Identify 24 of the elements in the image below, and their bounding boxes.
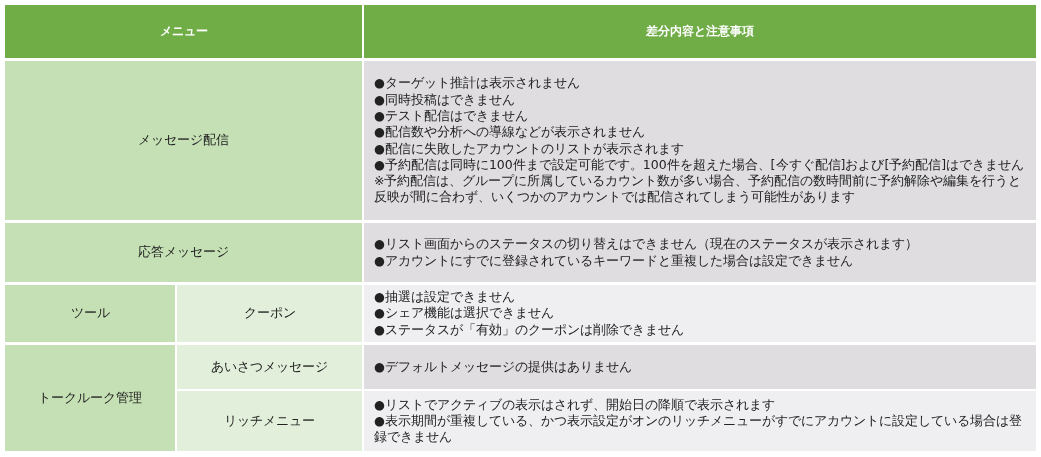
- column-heading: 差分内容と注意事項: [646, 23, 754, 40]
- menu-label: クーポン: [243, 305, 296, 322]
- column-heading: メニュー: [159, 23, 208, 40]
- menu-label: メッセージ配信: [138, 132, 229, 149]
- menu-label: リッチメニュー: [224, 412, 315, 430]
- list-item: ※予約配信は、グループに所属しているカウント数が多い場合、予約配信の数時間前に予約解除や編集を行うと反映が間に合わず、いくつかのアカウントでは配信されてしまう可能性があります: [374, 173, 1023, 206]
- list-item: ●デフォルトメッセージの提供はありません: [374, 358, 633, 376]
- menu-label: 応答メッセージ: [138, 244, 229, 261]
- list-item: ●同時投稿はできません: [374, 91, 516, 108]
- list-item: ●配信数や分析への導線などが表示されません: [374, 124, 646, 141]
- list-item: ●表示期間が重複している、かつ表示設定がオンのリッチメニューがすでにアカウントに設定している場合は登録できません: [374, 412, 1023, 446]
- list-item: ●テスト配信はできません: [374, 107, 529, 125]
- list-item: ●リストでアクティブの表示はされず、開始日の降順で表示されます: [374, 396, 776, 413]
- list-item: ●シェア機能は選択できません: [374, 305, 555, 322]
- list-item: ●リスト画面からのステータスの切り替えはできません（現在のステータスが表示されます）: [374, 236, 919, 253]
- list-item: ●配信に失敗したアカウントのリストが表示されます: [374, 140, 685, 157]
- list-item: ●予約配信は同時に100件まで設定可能です。100件を超えた場合、[今すぐ配信]および[予約配信]はできません: [374, 156, 1026, 174]
- list-item: ●抽選は設定できません: [374, 289, 516, 306]
- menu-label: トークルーク管理: [38, 389, 142, 407]
- list-item: ●アカウントにすでに登録されているキーワードと重複した場合は設定できません: [374, 252, 854, 269]
- menu-label: あいさつメッセージ: [211, 358, 328, 376]
- list-item: ●ターゲット推計は表示されません: [374, 75, 581, 92]
- list-item: ●ステータスが「有効」のクーポンは削除できません: [374, 321, 685, 338]
- menu-label: ツール: [70, 305, 110, 322]
